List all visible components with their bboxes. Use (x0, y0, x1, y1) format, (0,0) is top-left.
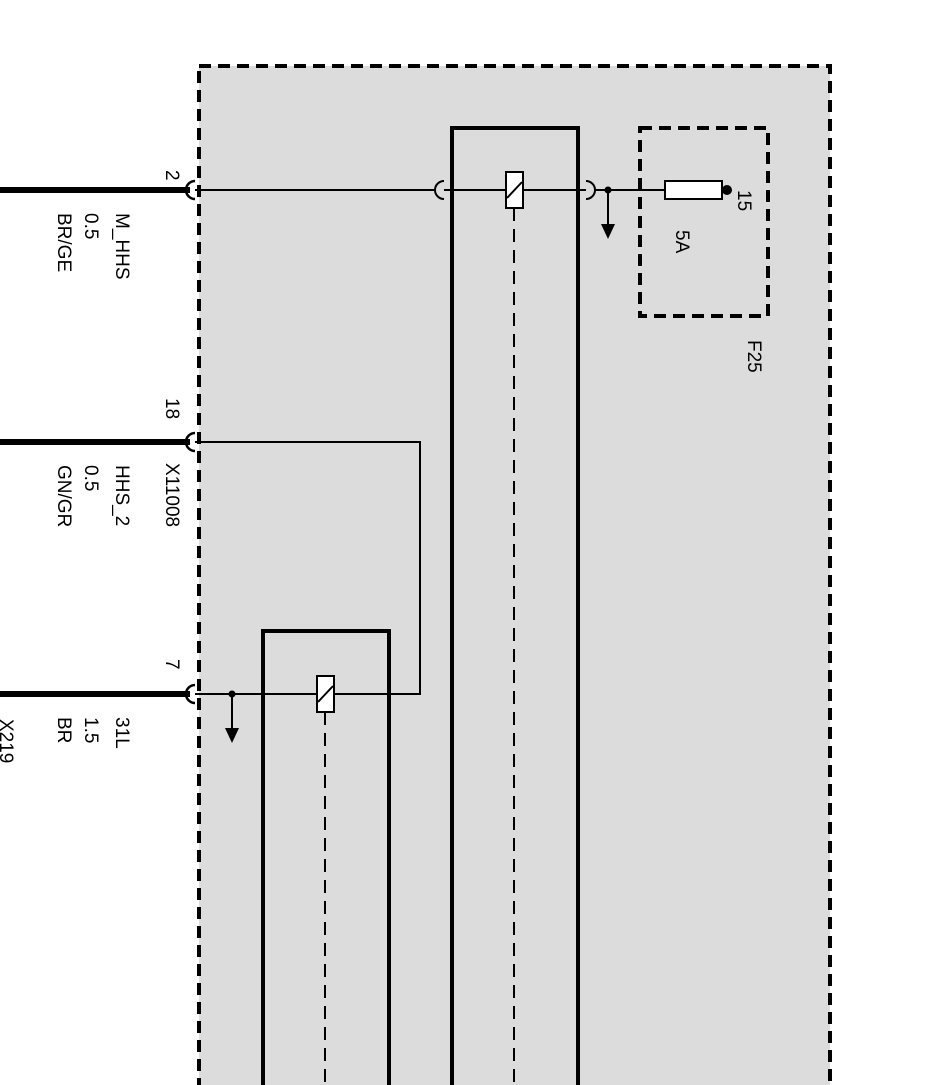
ground-symbol-bottom (225, 690, 239, 743)
wire-color-31l: BR (53, 717, 74, 743)
ground-symbol-top (601, 186, 615, 239)
fuse-id-label: F25 (743, 340, 764, 373)
wire-size-31l: 1.5 (80, 717, 101, 743)
pin-label-7: 7 (161, 659, 182, 670)
connector-pin-2 (184, 179, 196, 201)
fuse-housing (638, 126, 770, 318)
wire-name-31l: 31L (111, 717, 132, 749)
wire-size-m-hhs: 0.5 (80, 213, 101, 239)
wire-crossover-left (434, 180, 445, 200)
fuse-terminal-dot (722, 185, 732, 195)
connector-pin-18 (184, 431, 196, 453)
fuse-element (664, 180, 723, 200)
pin-label-2: 2 (161, 170, 182, 181)
relay-small (261, 629, 391, 1085)
fuse-terminal-label: 15 (733, 190, 754, 211)
relay-coil-large-slash (506, 181, 523, 199)
wire-color-hhs-2: GN/GR (53, 465, 74, 527)
connector-label-secondary: X219 (0, 719, 16, 763)
connector-label-main: X11008 (161, 463, 182, 527)
pin-label-18: 18 (161, 398, 182, 419)
wire-color-m-hhs: BR/GE (53, 213, 74, 272)
internal-line-pin18 (195, 441, 421, 695)
connector-pin-7 (184, 683, 196, 705)
wire-name-m-hhs: M_HHS (111, 213, 132, 280)
fuse-rating-label: 5A (671, 230, 692, 254)
wire-name-hhs-2: HHS_2 (111, 465, 132, 526)
wire-crossover-right (585, 180, 596, 200)
relay-large (450, 126, 580, 1085)
wire-size-hhs-2: 0.5 (80, 465, 101, 491)
relay-coil-small-slash (317, 685, 334, 703)
